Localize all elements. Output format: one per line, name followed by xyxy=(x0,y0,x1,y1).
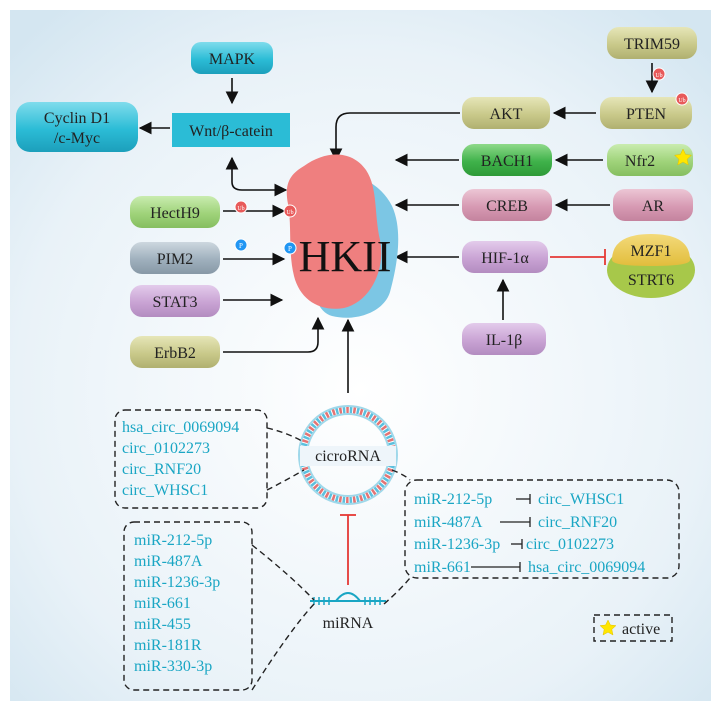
svg-text:MAPK: MAPK xyxy=(209,51,256,68)
pair-mir: miR-212-5p xyxy=(414,491,492,508)
mirna-list: miR-212-5p miR-487A miR-1236-3p miR-661 … xyxy=(134,532,220,675)
svg-text:ErbB2: ErbB2 xyxy=(154,345,196,362)
circ-list: hsa_circ_0069094 circ_0102273 circ_RNF20… xyxy=(122,419,239,499)
circ-list-item: circ_WHSC1 xyxy=(122,482,208,499)
inhibitions xyxy=(340,249,606,585)
arrows xyxy=(138,63,659,393)
ub-badge-hecth9: Ub xyxy=(234,200,248,214)
mirna-list-box xyxy=(123,521,253,691)
svg-text:Nfr2: Nfr2 xyxy=(625,153,655,170)
pair-circ: circ_WHSC1 xyxy=(538,491,624,508)
p-badge-hkii: P xyxy=(283,241,297,255)
node-pim2: PIM2 xyxy=(130,242,220,274)
node-pten: PTEN xyxy=(600,97,692,129)
pair-circ: circ_RNF20 xyxy=(538,514,617,531)
svg-text:PTEN: PTEN xyxy=(626,106,666,123)
hkii-label: HKII xyxy=(299,232,392,281)
circ-list-item: circ_RNF20 xyxy=(122,461,201,478)
legend-box xyxy=(593,614,673,642)
svg-text:HectH9: HectH9 xyxy=(150,205,200,222)
svg-text:PIM2: PIM2 xyxy=(157,251,193,268)
svg-text:IL-1β: IL-1β xyxy=(486,332,523,349)
node-ar: AR xyxy=(613,189,693,221)
mirna-list-item: miR-330-3p xyxy=(134,658,212,675)
svg-text:TRIM59: TRIM59 xyxy=(624,36,680,53)
legend-active-label: active xyxy=(622,621,660,638)
circrna-label: cicroRNA xyxy=(315,448,381,465)
node-akt: AKT xyxy=(462,97,550,129)
strt6-label: STRT6 xyxy=(628,272,674,289)
ub-badge-hkii: Ub xyxy=(283,204,297,218)
svg-text:Ub: Ub xyxy=(655,73,662,79)
badges: Ub Ub Ub Ub P P xyxy=(234,67,689,255)
node-il1b: IL-1β xyxy=(462,323,546,355)
active-star-icon xyxy=(673,148,693,166)
pair-circ: circ_0102273 xyxy=(526,536,614,553)
svg-text:AKT: AKT xyxy=(490,106,523,123)
node-stat3: STAT3 xyxy=(130,285,220,317)
mirna-list-item: miR-1236-3p xyxy=(134,574,220,591)
node-bach1: BACH1 xyxy=(462,144,552,176)
node-creb: CREB xyxy=(462,189,552,221)
pair-mir: miR-1236-3p xyxy=(414,536,500,553)
svg-text:AR: AR xyxy=(642,198,665,215)
pair-box xyxy=(404,479,680,579)
circrna-ring: cicroRNA xyxy=(298,405,398,505)
arrow-erbb2-hkii xyxy=(223,316,325,353)
svg-text:CREB: CREB xyxy=(486,198,528,215)
legend-star-icon xyxy=(599,619,617,636)
node-mapk: MAPK xyxy=(191,42,273,74)
pair-mir: miR-661 xyxy=(414,559,471,576)
svg-text:Ub: Ub xyxy=(286,210,293,216)
mirna-label: miRNA xyxy=(323,615,374,632)
svg-text:Cyclin D1: Cyclin D1 xyxy=(44,110,110,127)
svg-text:Ub: Ub xyxy=(678,98,685,104)
legend: active xyxy=(599,619,660,638)
svg-text:P: P xyxy=(239,242,243,250)
node-wnt: Wnt/β-catein xyxy=(172,113,290,147)
p-badge-pim2: P xyxy=(234,238,248,252)
node-mzf1-strt6: MZF1 STRT6 xyxy=(607,234,695,298)
node-hif: HIF-1α xyxy=(462,241,548,273)
mzf1-label: MZF1 xyxy=(631,243,672,260)
ub-badge-pten: Ub xyxy=(675,92,689,106)
node-erbb2: ErbB2 xyxy=(130,336,220,368)
mirna-list-item: miR-181R xyxy=(134,637,202,654)
svg-text:BACH1: BACH1 xyxy=(481,153,533,170)
svg-text:P: P xyxy=(288,245,292,253)
svg-text:HIF-1α: HIF-1α xyxy=(481,250,529,267)
mirna-icon: miRNA xyxy=(310,592,386,632)
mirna-list-item: miR-212-5p xyxy=(134,532,212,549)
svg-text:/c-Myc: /c-Myc xyxy=(54,130,100,147)
svg-text:Wnt/β-catein: Wnt/β-catein xyxy=(189,123,273,140)
arrow-akt-hkii xyxy=(329,112,460,162)
circ-list-item: hsa_circ_0069094 xyxy=(122,419,239,436)
pair-circ: hsa_circ_0069094 xyxy=(528,559,645,576)
hkii-protein: HKII xyxy=(286,154,399,318)
mirna-list-item: miR-661 xyxy=(134,595,191,612)
pair-list: miR-212-5p circ_WHSC1 miR-487A circ_RNF2… xyxy=(414,491,645,576)
node-hecth9: HectH9 xyxy=(130,196,220,228)
svg-text:Ub: Ub xyxy=(237,206,244,212)
node-nfr2: Nfr2 xyxy=(607,144,693,176)
mirna-list-item: miR-487A xyxy=(134,553,203,570)
node-cyclin: Cyclin D1 /c-Myc xyxy=(16,102,138,152)
arrow-wnt-hkii xyxy=(225,156,288,197)
ub-badge-trim59: Ub xyxy=(652,67,666,81)
dashed-connectors xyxy=(114,409,680,691)
circ-list-box xyxy=(114,409,268,509)
pair-mir: miR-487A xyxy=(414,514,483,531)
node-trim59: TRIM59 xyxy=(607,27,697,59)
circ-list-item: circ_0102273 xyxy=(122,440,210,457)
svg-text:STAT3: STAT3 xyxy=(153,294,198,311)
mirna-list-item: miR-455 xyxy=(134,616,191,633)
